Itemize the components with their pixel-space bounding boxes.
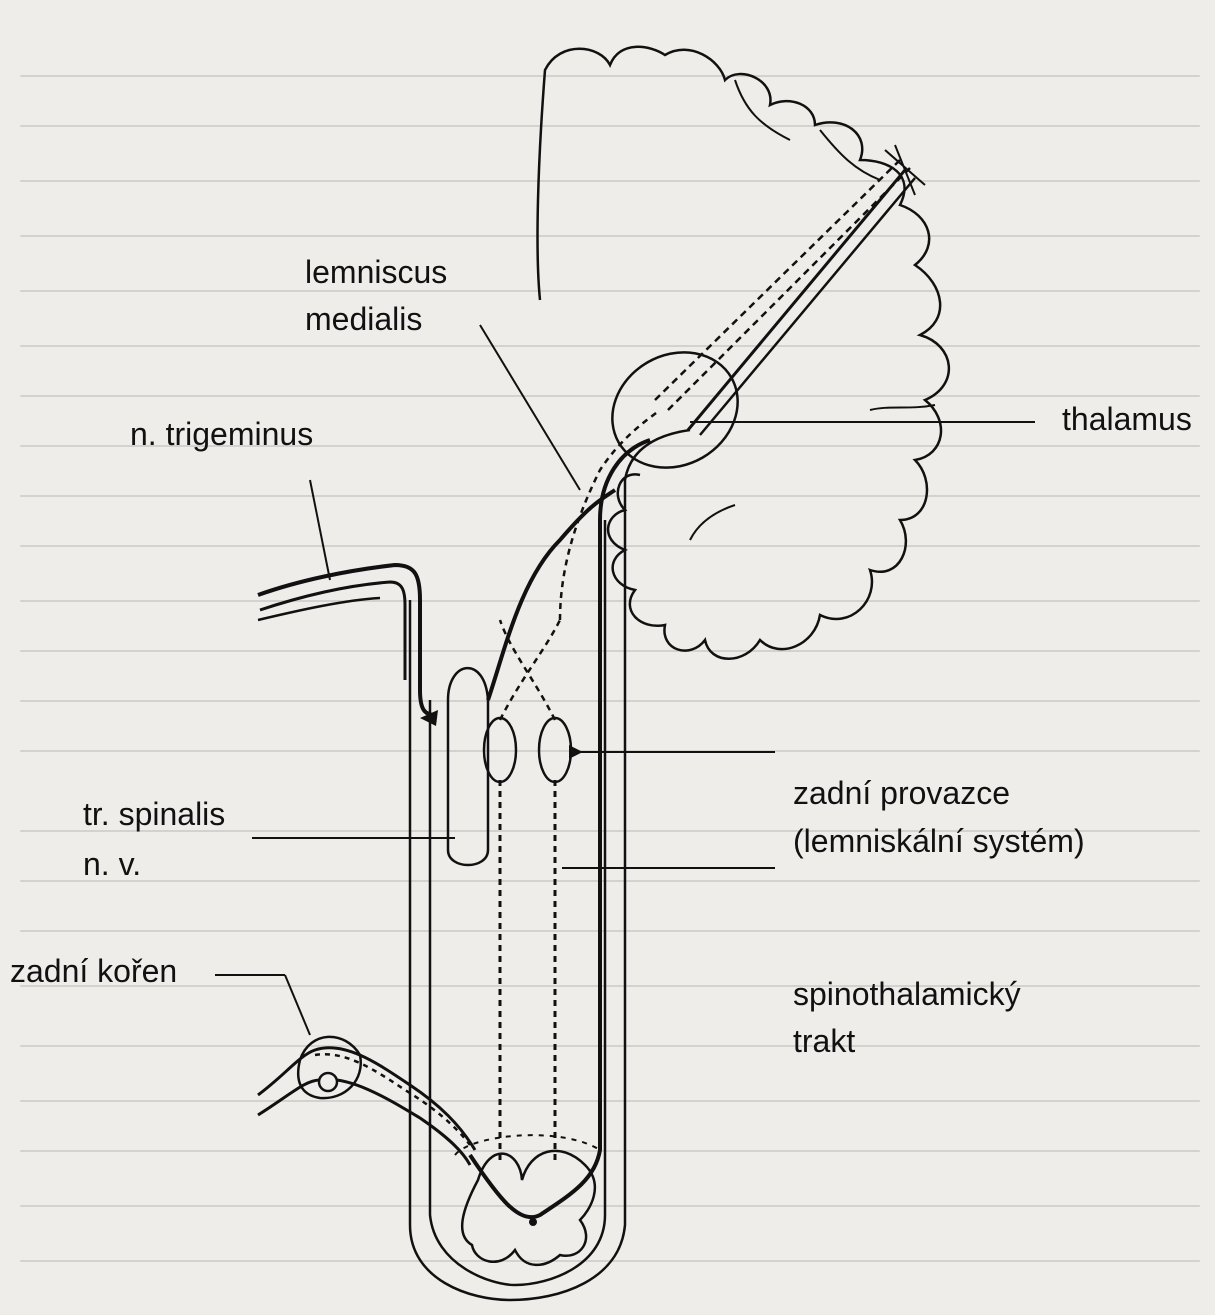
label-lemniscus-medialis-2: medialis	[305, 300, 422, 338]
leader-line-lemniscus	[480, 325, 580, 490]
dorsal-root-dashed-fiber	[315, 1054, 470, 1145]
cortex-sulcus	[690, 505, 735, 540]
leader-line-zadni-koren	[285, 975, 310, 1035]
central-canal	[529, 1218, 537, 1226]
thalamocortical-tract-solid	[688, 170, 905, 430]
cortex-sulcus	[870, 405, 935, 410]
label-tr-spinalis-1: tr. spinalis	[83, 795, 225, 833]
label-zadni-provazce-1: zadní provazce	[793, 774, 1010, 812]
dorsal-root	[258, 1079, 470, 1165]
cortex-sulcus	[820, 130, 880, 180]
label-tr-spinalis-2: n. v.	[83, 845, 141, 883]
spinal-grey-matter	[462, 1151, 595, 1265]
thalamocortical-tract-dashed	[668, 168, 910, 410]
trigeminal-nerve-inner	[260, 582, 405, 680]
thalamocortical-tract-dashed	[655, 160, 900, 400]
trigeminal-spinal-nucleus	[448, 668, 488, 865]
label-spinothalamicky-2: trakt	[793, 1022, 855, 1060]
thalamocortical-tract-solid	[700, 178, 915, 435]
brainstem-inner-wall	[430, 520, 605, 1285]
leader-line-trigeminus	[310, 480, 330, 580]
label-lemniscus-medialis-1: lemniscus	[305, 253, 447, 291]
label-n-trigeminus: n. trigeminus	[130, 415, 313, 453]
brainstem-left-wall	[410, 600, 625, 1300]
ganglion-cell-body	[319, 1073, 337, 1091]
label-thalamus: thalamus	[1062, 400, 1192, 438]
cortex-sulcus	[735, 80, 790, 140]
trigeminal-crossing-fiber	[488, 490, 615, 700]
trigeminal-nerve-branch	[258, 598, 380, 620]
label-zadni-koren: zadní kořen	[10, 952, 177, 990]
spinal-cord-outline	[455, 1135, 600, 1155]
label-zadni-provazce-2: (lemniskální systém)	[793, 822, 1085, 860]
label-spinothalamicky-1: spinothalamický	[793, 975, 1021, 1013]
spinothalamic-tract	[470, 440, 650, 1217]
nucleus-cuneatus	[539, 718, 571, 782]
